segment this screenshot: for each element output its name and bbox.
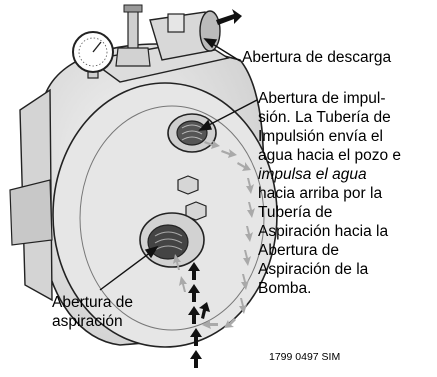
suction-flow-arrows: [188, 262, 210, 368]
impulsion-line-1: Abertura de impul-: [258, 90, 386, 107]
impulsion-line-2: sión. La Tubería de: [258, 109, 391, 126]
bolts: [177, 175, 207, 221]
impulsion-line-3: Impulsión envía el: [258, 128, 383, 145]
pressure-gauge: [72, 31, 114, 79]
impulsion-line-7: Tubería de: [258, 204, 333, 221]
suction-line-2: aspiración: [52, 313, 123, 330]
pump-body: [9, 39, 278, 348]
impulsion-line-9: Abertura de: [258, 242, 339, 259]
figure-code: 1799 0497 SIM: [269, 351, 341, 363]
impulsion-line-8: Aspiración hacia la: [258, 223, 389, 240]
discharge-pipe: [149, 10, 221, 61]
impulsion-line-6: hacia arriba por la: [258, 185, 383, 202]
discharge-opening-label: Abertura de descarga: [242, 49, 392, 66]
suction-opening: [139, 212, 205, 268]
valve-stem: [115, 4, 151, 67]
impulsion-line-11: Bomba.: [258, 280, 312, 297]
impulsion-opening-label: Abertura de impul- sión. La Tubería de I…: [258, 89, 401, 298]
suction-line-1: Abertura de: [52, 294, 133, 311]
suction-opening-label: Abertura de aspiración: [52, 293, 133, 331]
impulsion-line-4: agua hacia el pozo e: [258, 147, 402, 164]
impulsion-line-5-italic: impulsa el agua: [258, 165, 401, 184]
discharge-arrow: [216, 9, 242, 25]
impulsion-line-10: Aspiración de la: [258, 261, 369, 278]
leader-lines: [99, 38, 258, 291]
impulsion-italic-text: impulsa el agua: [258, 166, 367, 183]
impulsion-opening: [167, 113, 217, 153]
impulsion-flow-arrows: [173, 140, 255, 329]
